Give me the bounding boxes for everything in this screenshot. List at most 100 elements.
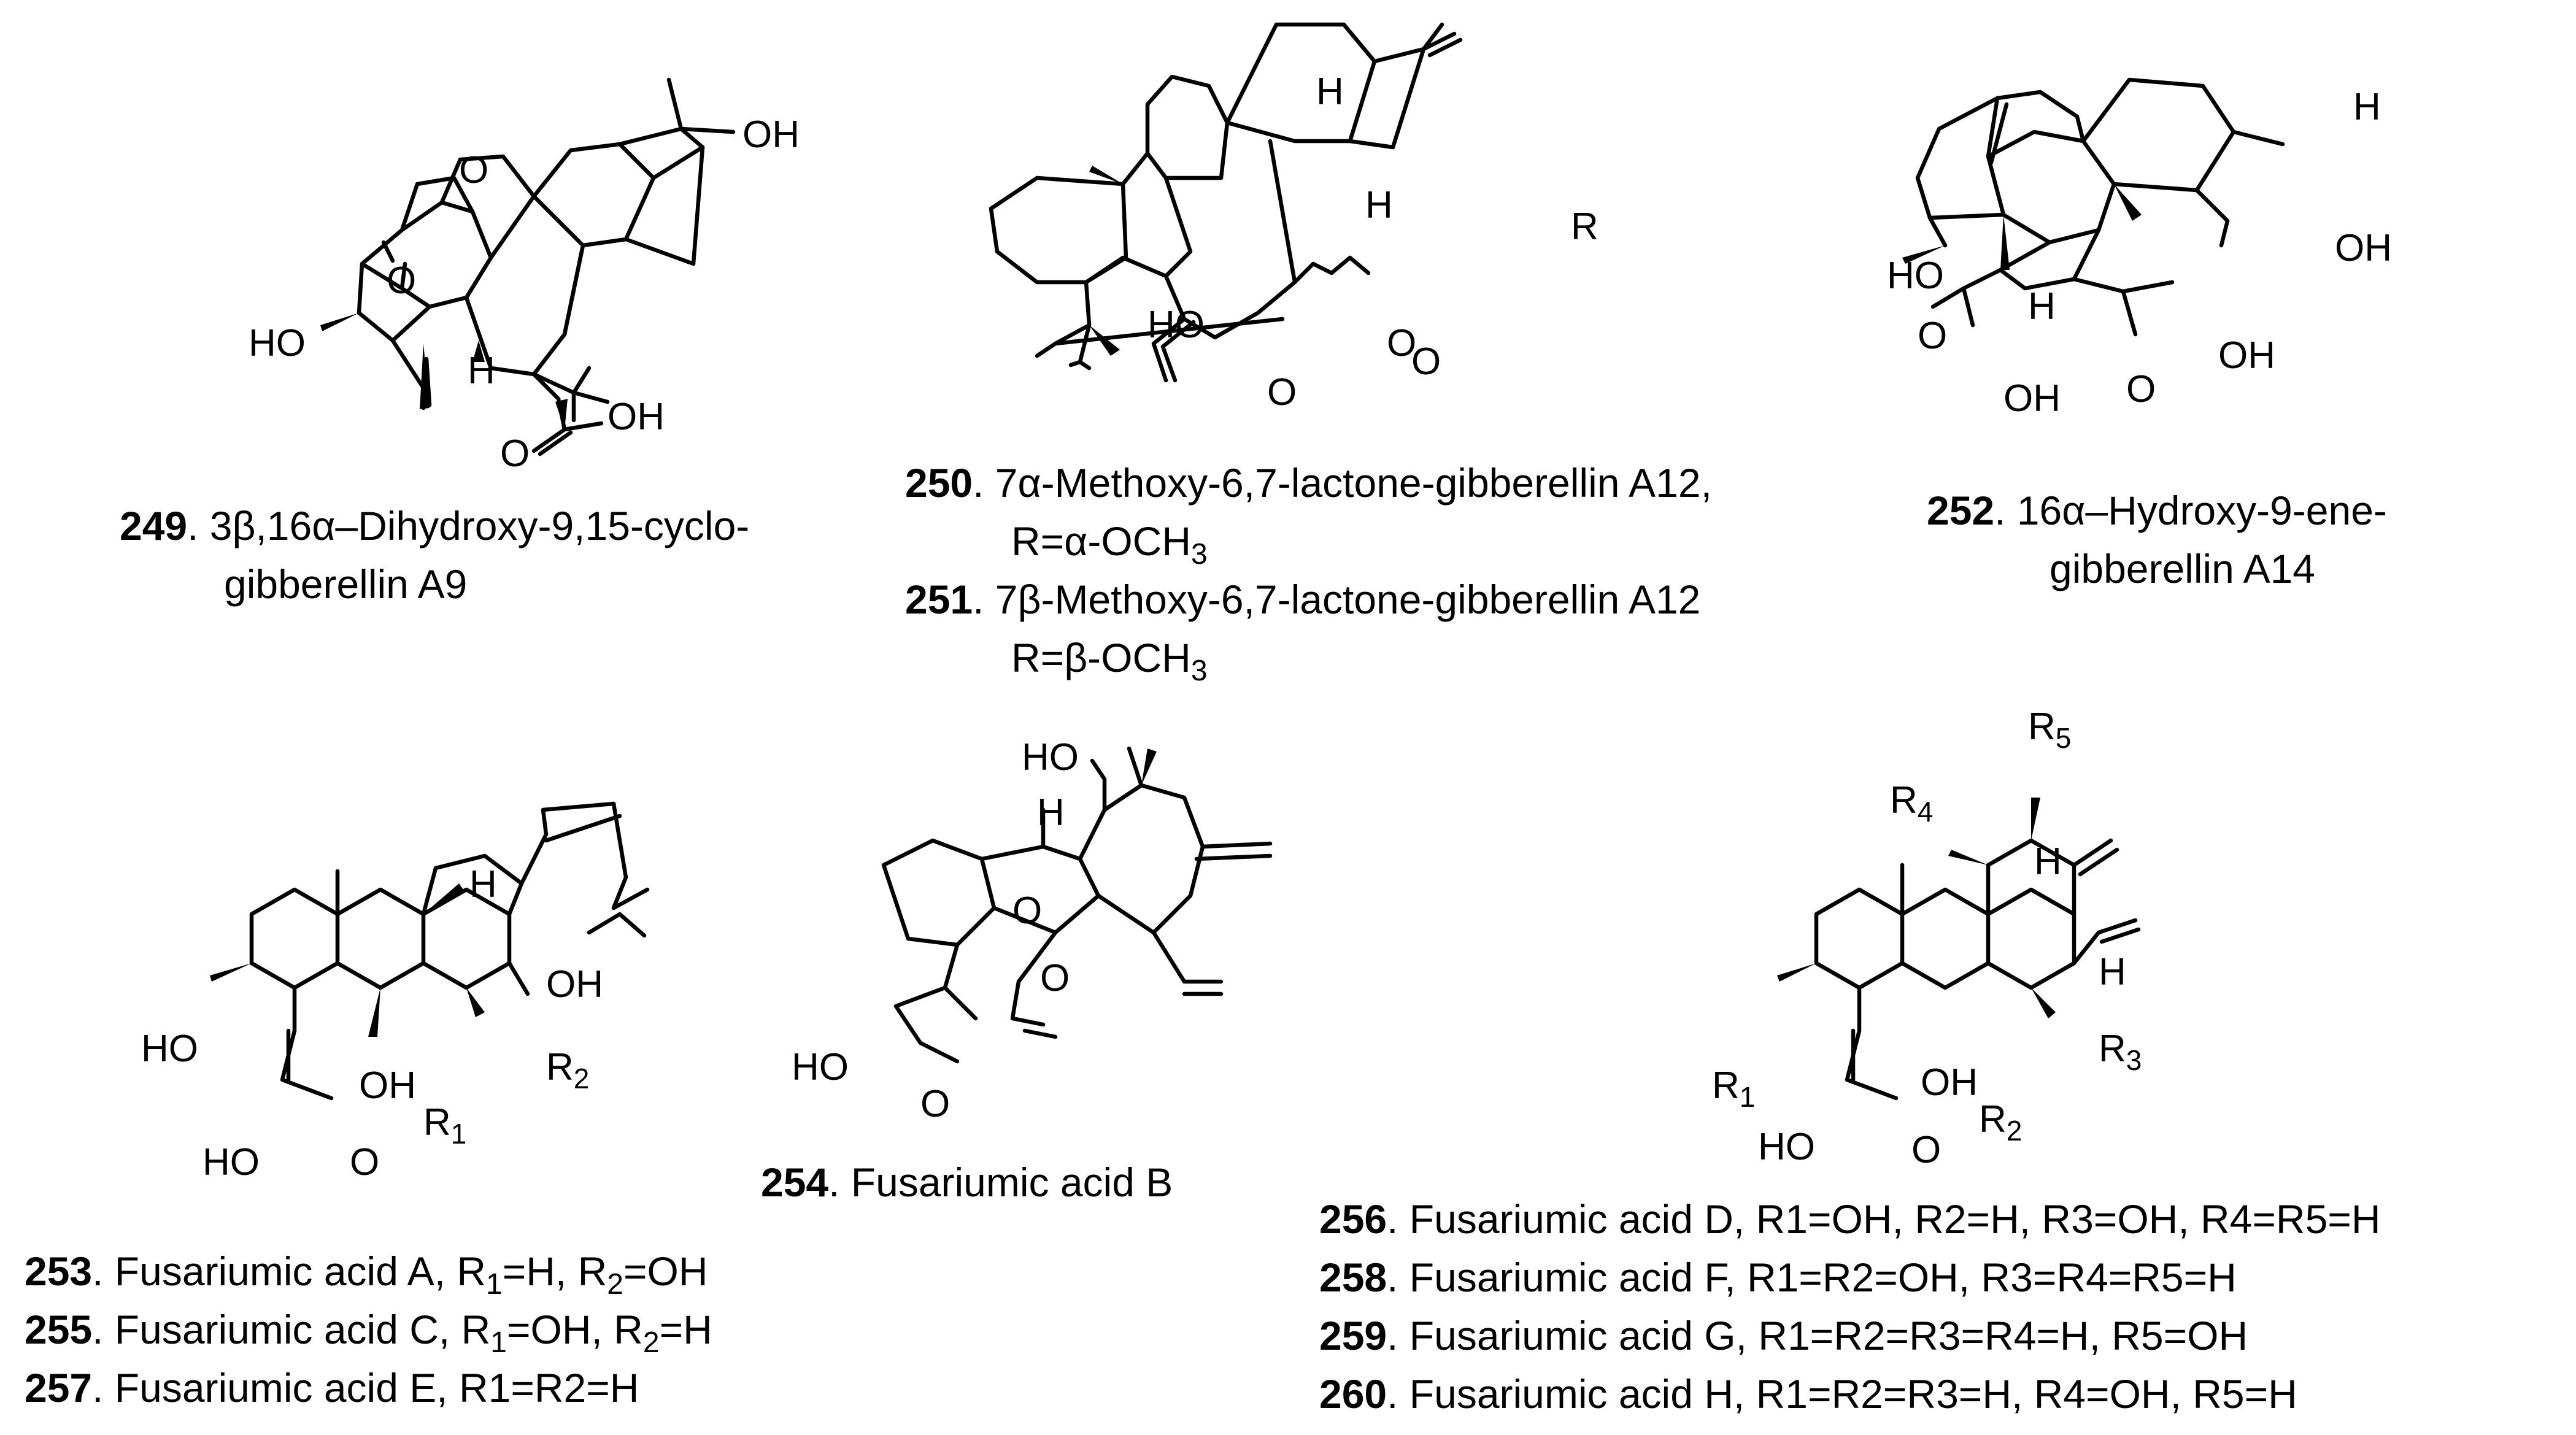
atom-256-h2: H (2099, 951, 2126, 993)
atom-256-acid-o: O (1911, 1129, 1941, 1171)
atom-252-o2: O (2126, 368, 2156, 410)
atom-256-r2-letter: R (1979, 1098, 2007, 1141)
caption-259: 259. Fusariumic acid G, R1=R2=R3=R4=H, R… (1319, 1313, 2248, 1358)
structure-252: H OH HO H O OH O OH 252. 16α–Hydroxy-9-e… (1887, 77, 2392, 591)
atom-252-h2: H (2028, 285, 2056, 328)
atom-256-r1-sub: 1 (1740, 1081, 1756, 1113)
atom-250-o2: O (1387, 322, 1416, 364)
caption-260: 260. Fusariumic acid H, R1=R2=R3=H, R4=O… (1319, 1371, 2297, 1417)
compound-number-253: 253 (25, 1248, 92, 1294)
compound-number-258: 258 (1319, 1255, 1387, 1300)
caption-249: 249. 3β,16α–Dihydroxy-9,15-cyclo- (120, 503, 749, 548)
compound-number-259: 259 (1319, 1313, 1387, 1358)
caption-253-a: . Fusariumic acid A, R (92, 1248, 486, 1294)
atom-256-r3-letter: R (2099, 1028, 2126, 1070)
atom-253-r2-sub: 2 (574, 1063, 590, 1095)
atom-256-h1: H (2034, 841, 2062, 883)
caption-252: 252. 16α–Hydroxy-9-ene- (1927, 488, 2387, 533)
compound-number-257: 257 (25, 1365, 92, 1410)
compound-number-249: 249 (120, 503, 187, 548)
caption-250-line1: . 7α-Methoxy-6,7-lactone-gibberellin A12… (973, 460, 1712, 506)
atom-254-o1: O (1012, 890, 1042, 932)
caption-251: 251. 7β-Methoxy-6,7-lactone-gibberellin … (905, 577, 1700, 622)
atom-253-r2-letter: R (546, 1046, 574, 1088)
atom-256-r4-letter: R (1890, 779, 1918, 821)
structure-249: OH O O HO H O OH 249. 3β,16α–Dihydroxy-9… (120, 77, 800, 607)
atom-250-o3: O (1411, 340, 1441, 383)
atom-249-ho: HO (249, 322, 306, 364)
atom-256-r1-letter: R (1712, 1064, 1740, 1107)
caption-255-sub2: 2 (643, 1326, 660, 1359)
atom-252-h: H (2353, 86, 2381, 128)
atom-250-o1: O (1267, 371, 1297, 414)
compound-number-256: 256 (1319, 1196, 1387, 1242)
structure-250-251: H H R HO O O O 250. 7α-Methoxy-6,7-lacto… (905, 22, 1712, 687)
atom-256-r1: R1 (1712, 1064, 1755, 1113)
caption-257: 257. Fusariumic acid E, R1=R2=H (25, 1365, 639, 1410)
atom-249-ring-o: O (459, 149, 488, 191)
atom-250-h1: H (1316, 71, 1344, 113)
atom-250-h2: H (1365, 184, 1393, 226)
structure-256: R5 R4 H H R1 R3 OH R2 HO O (1712, 706, 2142, 1171)
compound-number-252: 252 (1927, 488, 1994, 533)
atom-249-keto-o: O (387, 260, 416, 302)
caption-255: 255. Fusariumic acid C, R1=OH, R2=H (25, 1307, 712, 1359)
atom-256-r4: R4 (1890, 779, 1933, 828)
caption-253-b: =H, R (503, 1248, 607, 1294)
atom-253-r1-sub: 1 (451, 1118, 467, 1150)
atom-254-acid-ho: HO (792, 1046, 849, 1088)
atom-254-ho: HO (1022, 736, 1079, 779)
atom-252-o1: O (1918, 315, 1947, 357)
caption-253-c: =OH (623, 1248, 708, 1294)
compound-number-251: 251 (905, 577, 973, 622)
atom-252-oh2: OH (2218, 334, 2275, 377)
atom-256-r5: R5 (2028, 706, 2071, 754)
atom-256-r3: R3 (2099, 1028, 2142, 1076)
compound-number-255: 255 (25, 1307, 92, 1352)
atom-254-acid-o: O (920, 1083, 950, 1125)
caption-260-text: . Fusariumic acid H, R1=R2=R3=H, R4=OH, … (1387, 1371, 2297, 1417)
atom-253-h: H (469, 863, 497, 906)
atom-254-h: H (1037, 791, 1065, 834)
caption-250-sub: 3 (1191, 538, 1208, 571)
atom-250-r: R (1571, 206, 1598, 248)
atom-253-oh-low: OH (359, 1064, 416, 1107)
atom-252-ho: HO (1887, 255, 1944, 297)
caption-255-sub1: 1 (490, 1326, 507, 1359)
atom-253-ho: HO (141, 1028, 198, 1070)
caption-252-line2: gibberellin A14 (2050, 546, 2315, 591)
atom-256-r2: R2 (1979, 1098, 2022, 1147)
atom-252-oh1: OH (2003, 377, 2061, 420)
caption-255-a: . Fusariumic acid C, R (92, 1307, 490, 1352)
caption-250-line2: R=α-OCH3 (1011, 518, 1208, 571)
atom-249-oh-top: OH (742, 113, 800, 156)
compound-number-260: 260 (1319, 1371, 1387, 1417)
atom-256-r5-sub: 5 (2056, 722, 2072, 754)
caption-258-text: . Fusariumic acid F, R1=R2=OH, R3=R4=R5=… (1387, 1255, 2237, 1300)
atom-249-acid-o: O (500, 433, 530, 475)
caption-254-text: . Fusariumic acid B (828, 1160, 1173, 1205)
atom-253-acid-o: O (350, 1141, 379, 1183)
compound-number-250: 250 (905, 460, 973, 506)
caption-251-sub: 3 (1191, 655, 1208, 687)
atom-256-r2-sub: 2 (2007, 1115, 2023, 1147)
caption-251-line2: R=β-OCH3 (1011, 635, 1208, 687)
caption-253: 253. Fusariumic acid A, R1=H, R2=OH (25, 1248, 708, 1301)
caption-249-line1: . 3β,16α–Dihydroxy-9,15-cyclo- (187, 503, 749, 548)
atom-256-acid-ho: HO (1758, 1126, 1815, 1168)
structure-253: H OH HO OH R2 R1 HO O (141, 801, 650, 1183)
atom-253-r1: R1 (423, 1101, 466, 1150)
structure-254: HO H O O HO O 254. Fusariumic acid B (761, 736, 1273, 1205)
caption-255-c: =H (660, 1307, 712, 1352)
caption-255-b: =OH, R (507, 1307, 643, 1352)
atom-253-r2: R2 (546, 1046, 589, 1095)
caption-250-r: R=α-OCH (1011, 518, 1191, 564)
caption-250: 250. 7α-Methoxy-6,7-lactone-gibberellin … (905, 460, 1712, 506)
caption-251-r: R=β-OCH (1011, 635, 1191, 680)
atom-256-r4-sub: 4 (1918, 796, 1934, 828)
atom-253-acid-ho: HO (202, 1141, 260, 1183)
compound-number-254: 254 (761, 1160, 828, 1205)
atom-250-ho: HO (1147, 304, 1205, 346)
